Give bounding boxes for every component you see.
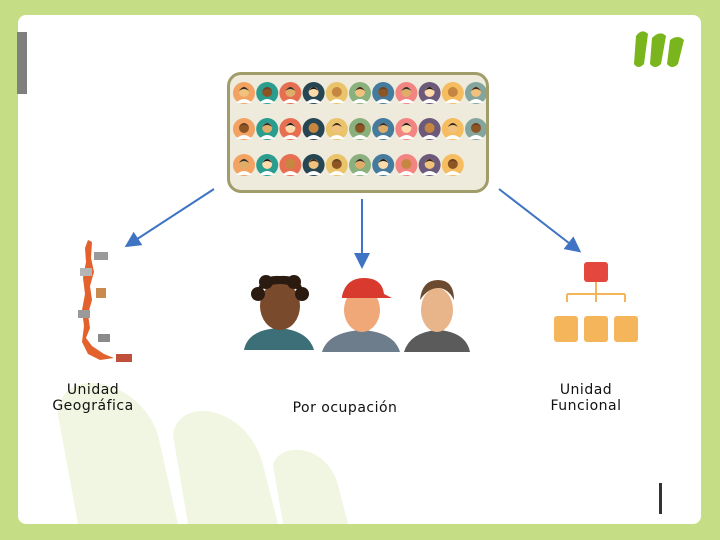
arrow-to-functional <box>498 188 582 253</box>
avatar-icon <box>279 82 302 104</box>
chile-map-icon <box>78 240 132 362</box>
label-geographic-unit: Unidad Geográfica <box>52 382 134 414</box>
avatar-icon <box>302 118 325 140</box>
avatar-icon <box>418 118 441 140</box>
avatar-icon <box>233 82 255 104</box>
avatar-icon <box>395 82 418 104</box>
background-decoration <box>58 382 348 524</box>
avatar-icon <box>256 118 279 140</box>
accent-bar-right <box>659 483 662 514</box>
avatar-icon <box>372 154 395 176</box>
avatar-icon <box>418 82 441 104</box>
avatar-icon <box>302 154 325 176</box>
avatar-icon <box>441 154 464 176</box>
avatar-icon <box>279 118 302 140</box>
crowd-of-people-avatars-icon <box>227 72 489 193</box>
brand-logo-icon <box>634 31 684 67</box>
avatar-icon <box>325 154 348 176</box>
accent-bar-left <box>17 32 27 94</box>
avatar-icon <box>349 82 371 104</box>
avatar-icon <box>418 154 441 176</box>
avatar-icon <box>395 118 418 140</box>
avatar-icon <box>279 154 302 176</box>
avatar-icon <box>256 154 279 176</box>
avatar-icon <box>233 154 255 176</box>
avatar-icon <box>372 82 395 104</box>
worker-face-3 <box>404 280 470 352</box>
avatar-icon <box>465 82 486 104</box>
avatar-icon <box>302 82 325 104</box>
avatar-icon <box>325 82 348 104</box>
avatar-icon <box>325 118 348 140</box>
avatar-icon <box>349 154 371 176</box>
label-functional-unit: Unidad Funcional <box>550 382 622 414</box>
arrow-to-geographic <box>124 188 215 248</box>
worker-face-1 <box>244 275 314 350</box>
avatar-icon <box>465 118 486 140</box>
avatar-icon <box>256 82 279 104</box>
avatar-icon <box>372 118 395 140</box>
avatar-icon <box>395 154 418 176</box>
avatar-icon <box>441 82 464 104</box>
avatar-icon <box>441 118 464 140</box>
avatar-icon <box>349 118 371 140</box>
workers-faces-icon <box>244 275 470 352</box>
worker-face-2 <box>322 278 400 352</box>
avatar-icon <box>233 118 255 140</box>
org-chart-icon <box>554 262 638 342</box>
label-by-occupation: Por ocupación <box>292 400 398 416</box>
